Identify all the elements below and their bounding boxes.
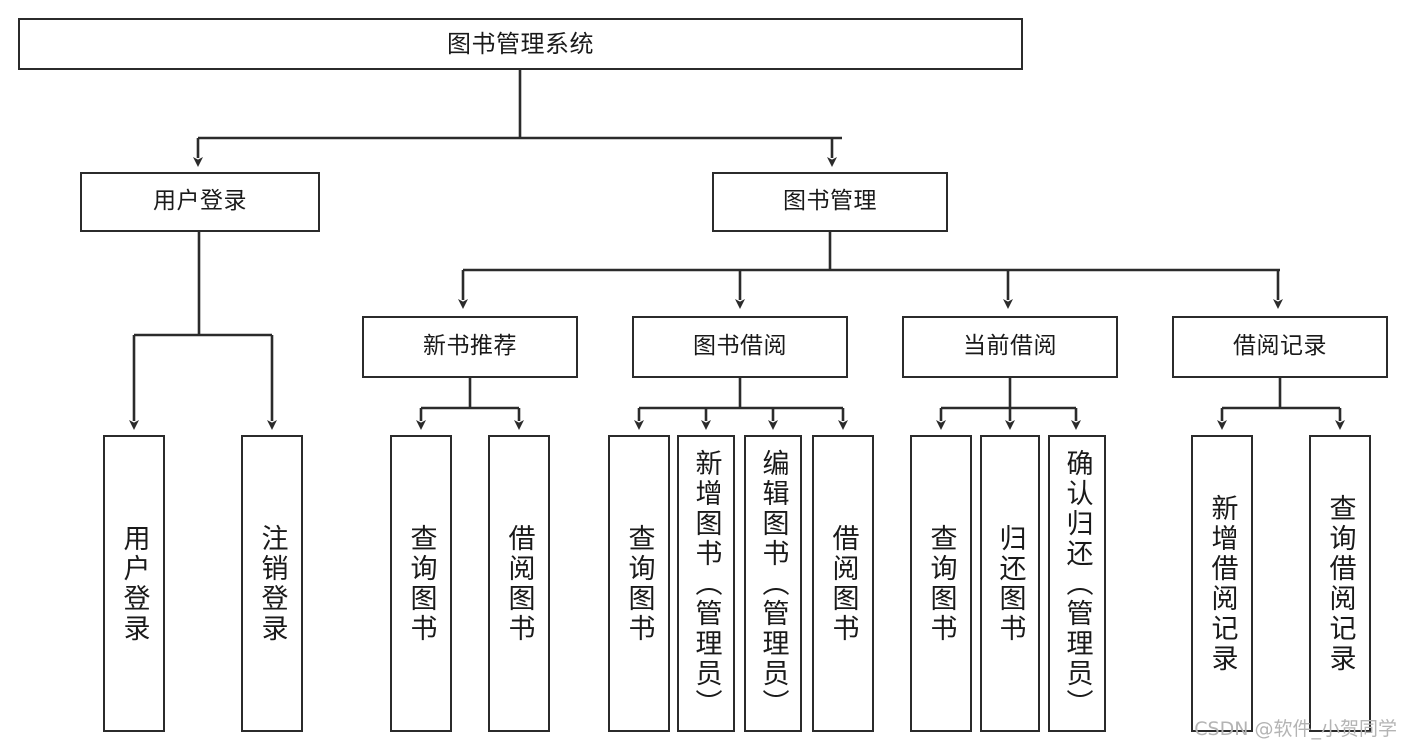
- node-root-book-management-system[interactable]: 图书管理系统: [18, 18, 1023, 70]
- node-label: 归还图书: [994, 523, 1026, 644]
- node-label: 查询借阅记录: [1324, 493, 1356, 674]
- node-label: 查询图书: [405, 523, 437, 644]
- leaf-edit-book-admin[interactable]: 编辑图书（管理员）: [744, 435, 802, 732]
- leaf-user-login[interactable]: 用户登录: [103, 435, 165, 732]
- node-label: 图书借阅: [693, 333, 787, 360]
- node-label: 用户登录: [153, 188, 247, 215]
- node-label: 当前借阅: [963, 333, 1057, 360]
- leaf-query-borrow-record[interactable]: 查询借阅记录: [1309, 435, 1371, 732]
- leaf-query-books-borrow[interactable]: 查询图书: [608, 435, 670, 732]
- node-label: 图书管理系统: [447, 29, 594, 58]
- node-label: 查询图书: [925, 523, 957, 644]
- node-label: 编辑图书（管理员）: [757, 448, 789, 719]
- node-current-borrowing[interactable]: 当前借阅: [902, 316, 1118, 378]
- leaf-confirm-return-admin[interactable]: 确认归还（管理员）: [1048, 435, 1106, 732]
- node-label: 查询图书: [623, 523, 655, 644]
- leaf-add-borrow-record[interactable]: 新增借阅记录: [1191, 435, 1253, 732]
- node-label: 借阅记录: [1233, 333, 1327, 360]
- node-label: 借阅图书: [827, 523, 859, 644]
- node-label: 注销登录: [256, 523, 288, 644]
- node-book-management[interactable]: 图书管理: [712, 172, 948, 232]
- leaf-borrow-books-recommendation[interactable]: 借阅图书: [488, 435, 550, 732]
- node-book-borrowing[interactable]: 图书借阅: [632, 316, 848, 378]
- leaf-return-books[interactable]: 归还图书: [980, 435, 1040, 732]
- node-label: 新增借阅记录: [1206, 493, 1238, 674]
- leaf-add-book-admin[interactable]: 新增图书（管理员）: [677, 435, 735, 732]
- node-label: 确认归还（管理员）: [1061, 448, 1093, 719]
- node-new-book-recommendation[interactable]: 新书推荐: [362, 316, 578, 378]
- node-user-login[interactable]: 用户登录: [80, 172, 320, 232]
- leaf-logout[interactable]: 注销登录: [241, 435, 303, 732]
- node-label: 新书推荐: [423, 333, 517, 360]
- node-label: 借阅图书: [503, 523, 535, 644]
- leaf-query-books-recommendation[interactable]: 查询图书: [390, 435, 452, 732]
- leaf-borrow-books[interactable]: 借阅图书: [812, 435, 874, 732]
- node-borrowing-records[interactable]: 借阅记录: [1172, 316, 1388, 378]
- node-label: 用户登录: [118, 523, 150, 644]
- node-label: 图书管理: [783, 188, 877, 215]
- leaf-query-books-current[interactable]: 查询图书: [910, 435, 972, 732]
- node-label: 新增图书（管理员）: [690, 448, 722, 719]
